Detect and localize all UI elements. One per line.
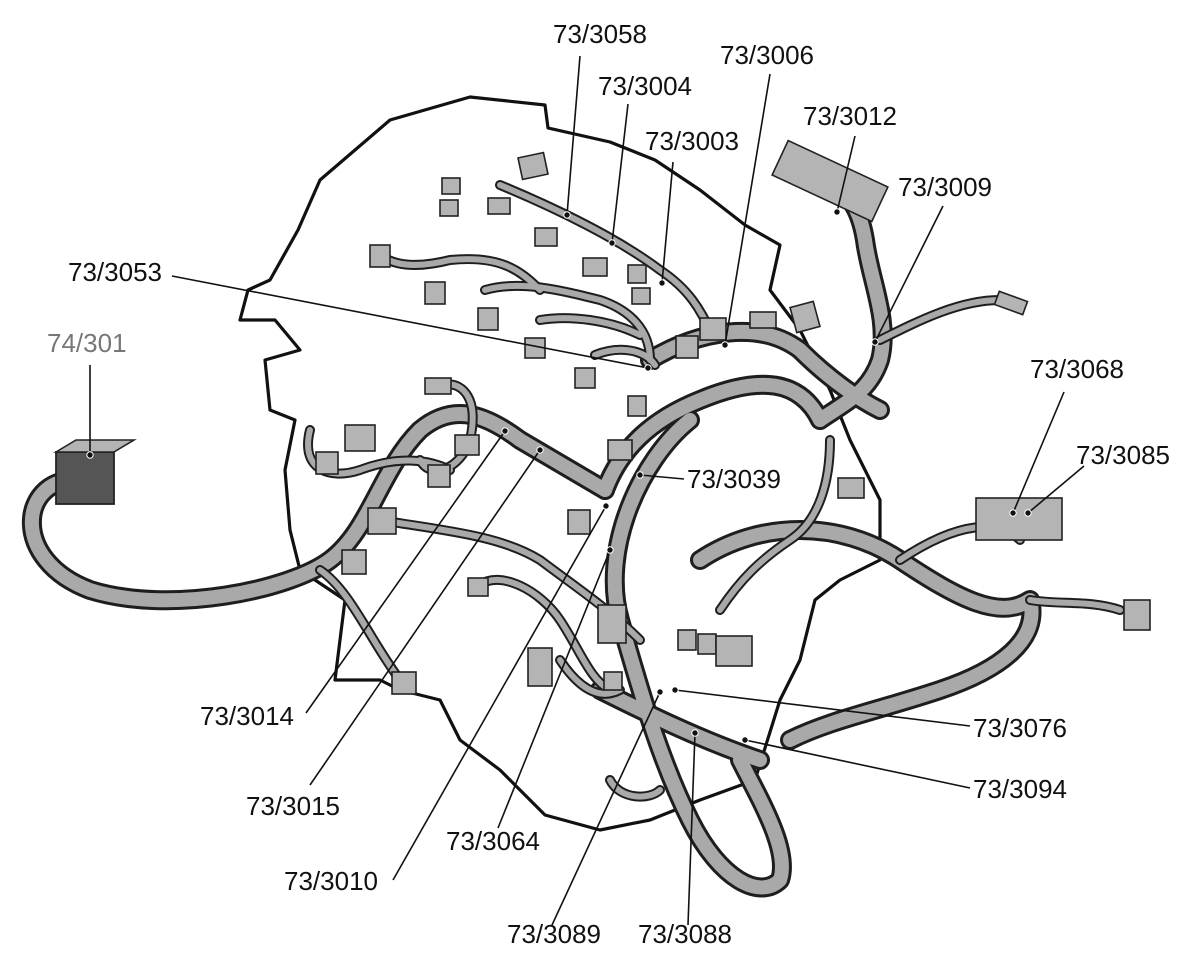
- callout-point-c3006: [721, 341, 729, 349]
- leader-line-c3012: [836, 135, 856, 213]
- callout-point-c3085: [1024, 509, 1032, 517]
- callout-point-c3039: [636, 471, 644, 479]
- callout-point-c3058: [563, 211, 571, 219]
- callout-point-c3015: [536, 446, 544, 454]
- callout-label-c3053: 73/3053: [68, 257, 162, 287]
- callout-label-c3089: 73/3089: [507, 919, 601, 949]
- callout-label-c3058: 73/3058: [553, 19, 647, 49]
- leader-line-c3010: [392, 505, 607, 881]
- callout-label-c3012: 73/3012: [803, 101, 897, 131]
- callout-label-c3006: 73/3006: [720, 40, 814, 70]
- callout-point-c3003: [658, 279, 666, 287]
- callout-point-c3089: [656, 688, 664, 696]
- callout-point-c3053: [644, 364, 652, 372]
- callout-point-c3064: [606, 546, 614, 554]
- callout-label-c3088: 73/3088: [638, 919, 732, 949]
- callout-label-c3076: 73/3076: [973, 713, 1067, 743]
- control-unit-top: [53, 439, 137, 453]
- callout-point-c3004: [608, 239, 616, 247]
- callout-label-c3094: 73/3094: [973, 774, 1067, 804]
- callout-point-c3010: [602, 502, 610, 510]
- callout-point-c3068: [1009, 509, 1017, 517]
- callout-label-c3003: 73/3003: [645, 126, 739, 156]
- callout-label-c3085: 73/3085: [1076, 440, 1170, 470]
- callout-point-c3012: [833, 208, 841, 216]
- leader-line-c3089: [551, 691, 661, 926]
- callout-label-c3014: 73/3014: [200, 701, 294, 731]
- leader-line-c3088: [687, 732, 696, 926]
- leader-line-c3014: [305, 430, 506, 714]
- leader-line-c3003: [661, 161, 674, 284]
- callout-point-c3088: [691, 729, 699, 737]
- leader-lines: [89, 55, 1085, 926]
- callout-label-c3010: 73/3010: [284, 866, 378, 896]
- callout-point-c3094: [741, 736, 749, 744]
- callout-label-c3068: 73/3068: [1030, 354, 1124, 384]
- callout-labels: 73/3058 73/3004 73/3006 73/3003 73/3012 73/30…: [47, 19, 1170, 949]
- callout-point-c301: [86, 451, 94, 459]
- callout-point-c3014: [501, 427, 509, 435]
- control-unit-block: [55, 451, 115, 505]
- leader-line-c3015: [309, 449, 541, 786]
- callout-label-c3009: 73/3009: [898, 172, 992, 202]
- callout-label-c3004: 73/3004: [598, 71, 692, 101]
- leader-line-c3068: [1012, 391, 1065, 514]
- callout-points: [86, 208, 1032, 744]
- leader-line-c3053: [171, 275, 649, 369]
- leader-line-c3006: [724, 73, 771, 346]
- leader-line-c3076: [674, 689, 971, 727]
- callout-label-c3064: 73/3064: [446, 826, 540, 856]
- leader-line-c3039: [639, 474, 685, 480]
- leader-line-c3009: [874, 205, 944, 343]
- leader-line-c3064: [497, 549, 611, 829]
- module-box: [975, 497, 1063, 541]
- callout-label-c3039: 73/3039: [687, 464, 781, 494]
- leader-line-c3058: [566, 55, 581, 216]
- callout-label-c3015: 73/3015: [246, 791, 340, 821]
- callout-point-c3009: [871, 338, 879, 346]
- leader-line-c3085: [1027, 465, 1085, 514]
- callout-label-c301: 74/301: [47, 328, 127, 358]
- leader-line-c3094: [744, 739, 971, 789]
- connectors: [53, 139, 1151, 695]
- callout-point-c3076: [671, 686, 679, 694]
- leader-line-c3004: [611, 103, 629, 244]
